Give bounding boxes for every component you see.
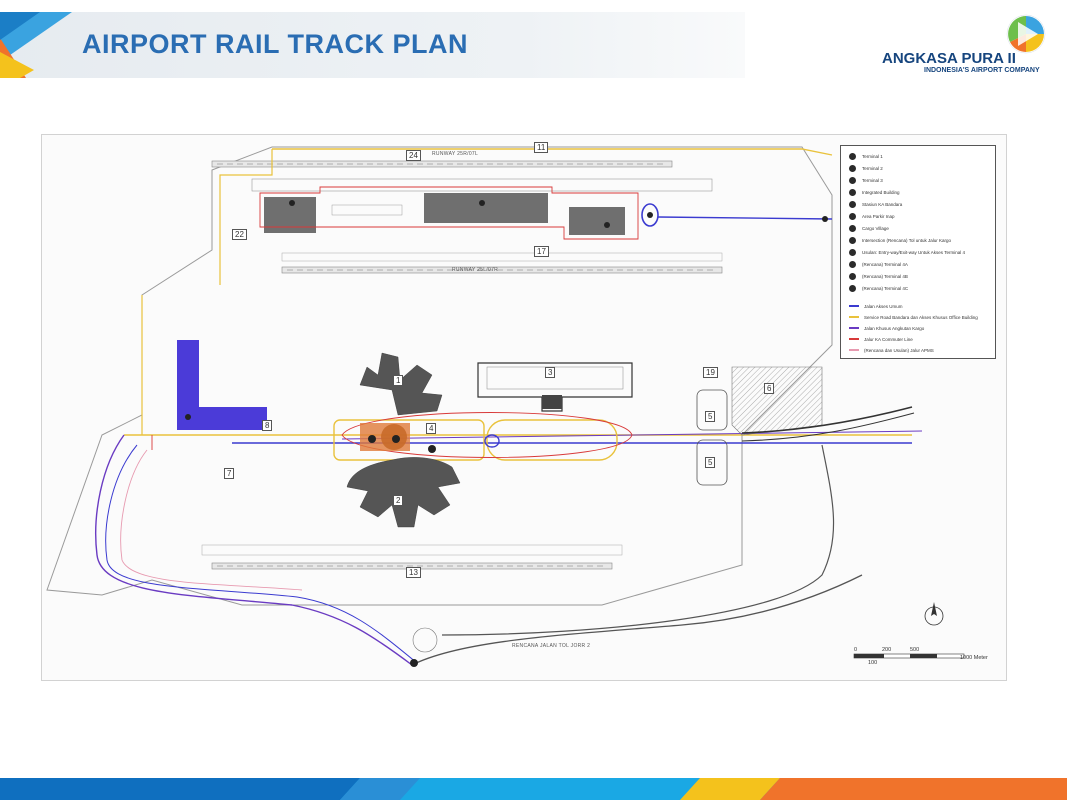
legend-label: (Rencana) Terminal 4B: [862, 273, 908, 279]
legend-label: Integrated Building: [862, 189, 900, 195]
zone-number: 7: [224, 468, 235, 479]
legend-label: Jalan Akses Umum: [864, 303, 903, 309]
header-band: [0, 12, 745, 78]
toll-road-label: RENCANA JALAN TOL JORR 2: [512, 643, 591, 649]
north-arrow-icon: [924, 602, 944, 626]
scale-tick: 100: [868, 660, 878, 666]
legend-marker-icon: [849, 224, 856, 232]
zone-number: 4: [426, 423, 437, 434]
scale-tick: 500: [910, 647, 920, 653]
zone-number: 22: [232, 229, 247, 240]
legend-item: Cargo Village: [849, 223, 889, 233]
zone-number: 19: [703, 367, 718, 378]
rail-track-map: 0 100 200 500 1000 Meter RUNWAY 25R/07L …: [41, 134, 1007, 681]
middle-runway-label: RUNWAY 25L/07R: [452, 267, 499, 273]
legend-label: (Rencana dan Usulan) Jalur APMS: [864, 347, 934, 353]
legend-item: Area Parkir Inap: [849, 211, 895, 221]
zone-number: 5: [705, 457, 716, 468]
zone-number: 17: [534, 246, 549, 257]
legend-item: Terminal 3: [849, 175, 883, 185]
legend-label: (Rencana) Terminal 4A: [862, 261, 908, 267]
legend-route: (Rencana dan Usulan) Jalur APMS: [849, 345, 934, 355]
legend-marker-icon: [849, 284, 856, 292]
legend-item: (Rencana) Terminal 4A: [849, 259, 908, 269]
legend-marker-icon: [849, 152, 856, 160]
legend-marker-icon: [849, 260, 856, 268]
zone-number: 5: [705, 411, 716, 422]
legend-label: Jalan Khusus Angkutan Kargo: [864, 325, 925, 331]
legend-label: Service Road Bandara dan Akses Khusus Of…: [864, 314, 978, 320]
route-swatch-icon: [849, 349, 859, 351]
scale-tick: 200: [882, 647, 892, 653]
legend-item: Usulan: Entry-way/Exit-way Untuk Akses T…: [849, 247, 965, 257]
zone-number: 8: [262, 420, 273, 431]
legend-label: Area Parkir Inap: [862, 213, 895, 219]
legend-marker-icon: [849, 248, 856, 256]
legend-label: Stasiun KA Bandara: [862, 201, 903, 207]
legend-label: Cargo Village: [862, 225, 889, 231]
logo-mark-icon: [1006, 14, 1046, 54]
legend-marker-icon: [849, 272, 856, 280]
legend-marker-icon: [849, 236, 856, 244]
route-swatch-icon: [849, 327, 859, 329]
route-swatch-icon: [849, 338, 859, 340]
footer-band: [0, 778, 1067, 800]
legend-label: Intersection (Rencana) Tol untuk Jalur K…: [862, 237, 951, 243]
zone-number: 24: [406, 150, 421, 161]
legend-marker-icon: [849, 200, 856, 208]
legend-item: (Rencana) Terminal 4C: [849, 283, 908, 293]
legend-route: Jalur KA Commuter Line: [849, 334, 913, 344]
north-runway-label: RUNWAY 25R/07L: [432, 151, 479, 157]
legend-item: Terminal 2: [849, 163, 883, 173]
legend-marker-icon: [849, 176, 856, 184]
legend-label: (Rencana) Terminal 4C: [862, 285, 909, 291]
legend-item: Intersection (Rencana) Tol untuk Jalur K…: [849, 235, 951, 245]
legend-marker-icon: [849, 164, 856, 172]
legend-item: (Rencana) Terminal 4B: [849, 271, 908, 281]
map-drawing: [46, 146, 965, 667]
legend-route: Service Road Bandara dan Akses Khusus Of…: [849, 312, 978, 322]
map-legend: Terminal 1 Terminal 2 Terminal 3 Integra…: [840, 145, 996, 359]
legend-label: Jalur KA Commuter Line: [864, 336, 913, 342]
legend-route: Jalan Khusus Angkutan Kargo: [849, 323, 924, 333]
scale-tick: 1000 Meter: [960, 655, 988, 661]
logo-tagline: INDONESIA'S AIRPORT COMPANY: [924, 67, 1040, 74]
legend-marker-icon: [849, 188, 856, 196]
zone-number: 13: [406, 567, 421, 578]
legend-label: Terminal 1: [862, 153, 883, 159]
zone-number: 2: [393, 495, 404, 506]
zone-number: 11: [534, 142, 549, 153]
legend-marker-icon: [849, 212, 856, 220]
legend-item: Stasiun KA Bandara: [849, 199, 902, 209]
zone-number: 1: [393, 375, 404, 386]
page-title: AIRPORT RAIL TRACK PLAN: [82, 29, 468, 59]
zone-number: 6: [764, 383, 775, 394]
corner-decoration-icon: [0, 12, 72, 78]
route-swatch-icon: [849, 316, 859, 318]
logo-name: ANGKASA PURA II: [882, 50, 1016, 67]
legend-item: Integrated Building: [849, 187, 900, 197]
legend-item: Terminal 1: [849, 151, 883, 161]
legend-label: Terminal 2: [862, 165, 883, 171]
route-swatch-icon: [849, 305, 859, 307]
company-logo: ANGKASA PURA II INDONESIA'S AIRPORT COMP…: [876, 14, 1056, 78]
scale-tick: 0: [854, 647, 858, 653]
legend-route: Jalan Akses Umum: [849, 301, 903, 311]
legend-label: Terminal 3: [862, 177, 883, 183]
zone-number: 3: [545, 367, 556, 378]
legend-label: Usulan: Entry-way/Exit-way Untuk Akses T…: [862, 249, 965, 255]
